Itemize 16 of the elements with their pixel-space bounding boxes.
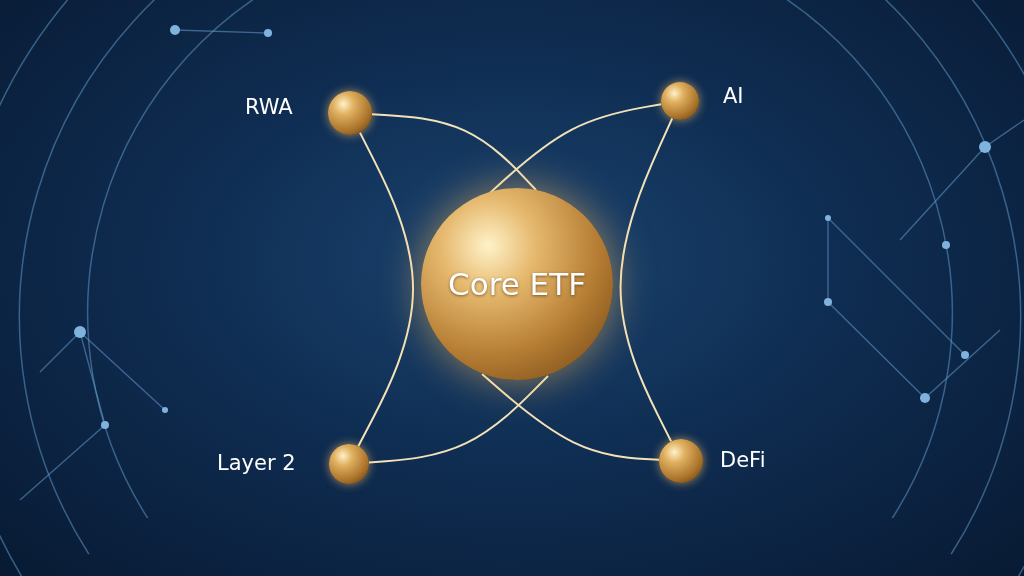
orbit-line <box>489 103 663 194</box>
small-sphere <box>329 444 369 484</box>
node-label: Layer 2 <box>217 451 296 475</box>
core-sphere <box>421 188 613 380</box>
orbit-line <box>619 117 674 443</box>
small-sphere <box>328 91 372 135</box>
orbit-line <box>481 373 661 461</box>
orbit-line <box>370 113 537 191</box>
orbit-line <box>357 131 415 448</box>
node-label: RWA <box>245 95 293 119</box>
orbit-line <box>367 375 549 464</box>
small-sphere <box>661 82 699 120</box>
small-sphere <box>659 439 703 483</box>
node-label: AI <box>723 84 744 108</box>
node-label: DeFi <box>720 448 766 472</box>
node-label: Core ETF <box>448 266 586 302</box>
